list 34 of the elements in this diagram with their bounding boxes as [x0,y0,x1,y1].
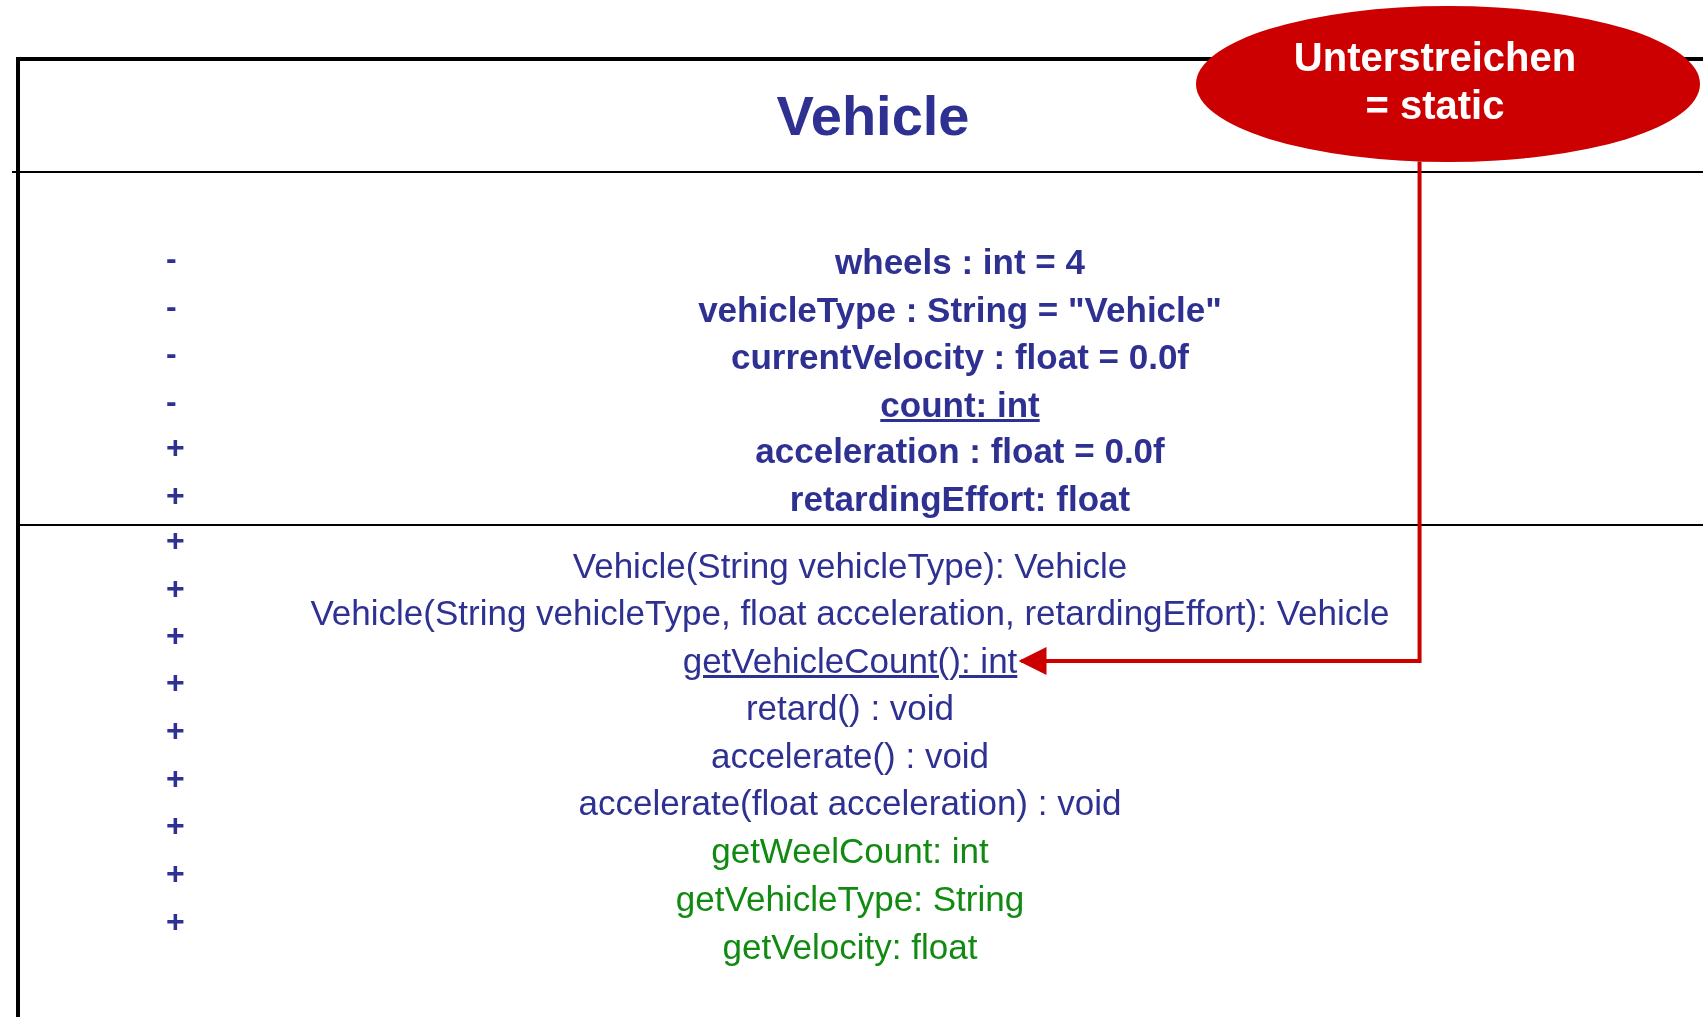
callout-text: Unterstreichen = static [1292,34,1578,129]
attribute-text: vehicleType : String = "Vehicle" [698,289,1222,331]
method-text: Vehicle(String vehicleType, float acceleration, retardingEffort): Vehicle [310,592,1390,634]
visibility-sign: + [166,854,185,893]
visibility-sign: + [166,616,185,655]
visibility-sign: + [166,902,185,941]
visibility-sign: + [166,806,185,845]
method-text: getVehicleCount(): int [682,640,1018,682]
visibility-sign: + [166,476,185,515]
attribute-text: acceleration : float = 0.0f [755,430,1165,472]
method-text: getVelocity: float [722,926,978,968]
visibility-sign: - [166,287,177,326]
leader-arrow [1018,161,1422,675]
attribute-text: count: int [880,384,1040,426]
visibility-sign: + [166,711,185,750]
visibility-sign: + [166,428,185,467]
visibility-sign: - [166,382,177,421]
attribute-text: retardingEffort: float [789,478,1131,520]
class-name: Vehicle [776,83,970,148]
method-text: accelerate(float acceleration) : void [578,782,1122,824]
visibility-sign: + [166,521,185,560]
method-text: getVehicleType: String [675,878,1025,920]
visibility-sign: + [166,569,185,608]
method-text: accelerate() : void [710,735,990,777]
visibility-sign: - [166,334,177,373]
visibility-sign: - [166,239,177,278]
attribute-text: wheels : int = 4 [835,241,1085,283]
method-text: Vehicle(String vehicleType): Vehicle [572,545,1128,587]
visibility-sign: + [166,759,185,798]
method-text: getWeelCount: int [711,830,989,872]
visibility-sign: + [166,663,185,702]
attribute-text: currentVelocity : float = 0.0f [730,336,1190,378]
method-text: retard() : void [745,687,955,729]
callout-ellipse [1195,5,1701,163]
